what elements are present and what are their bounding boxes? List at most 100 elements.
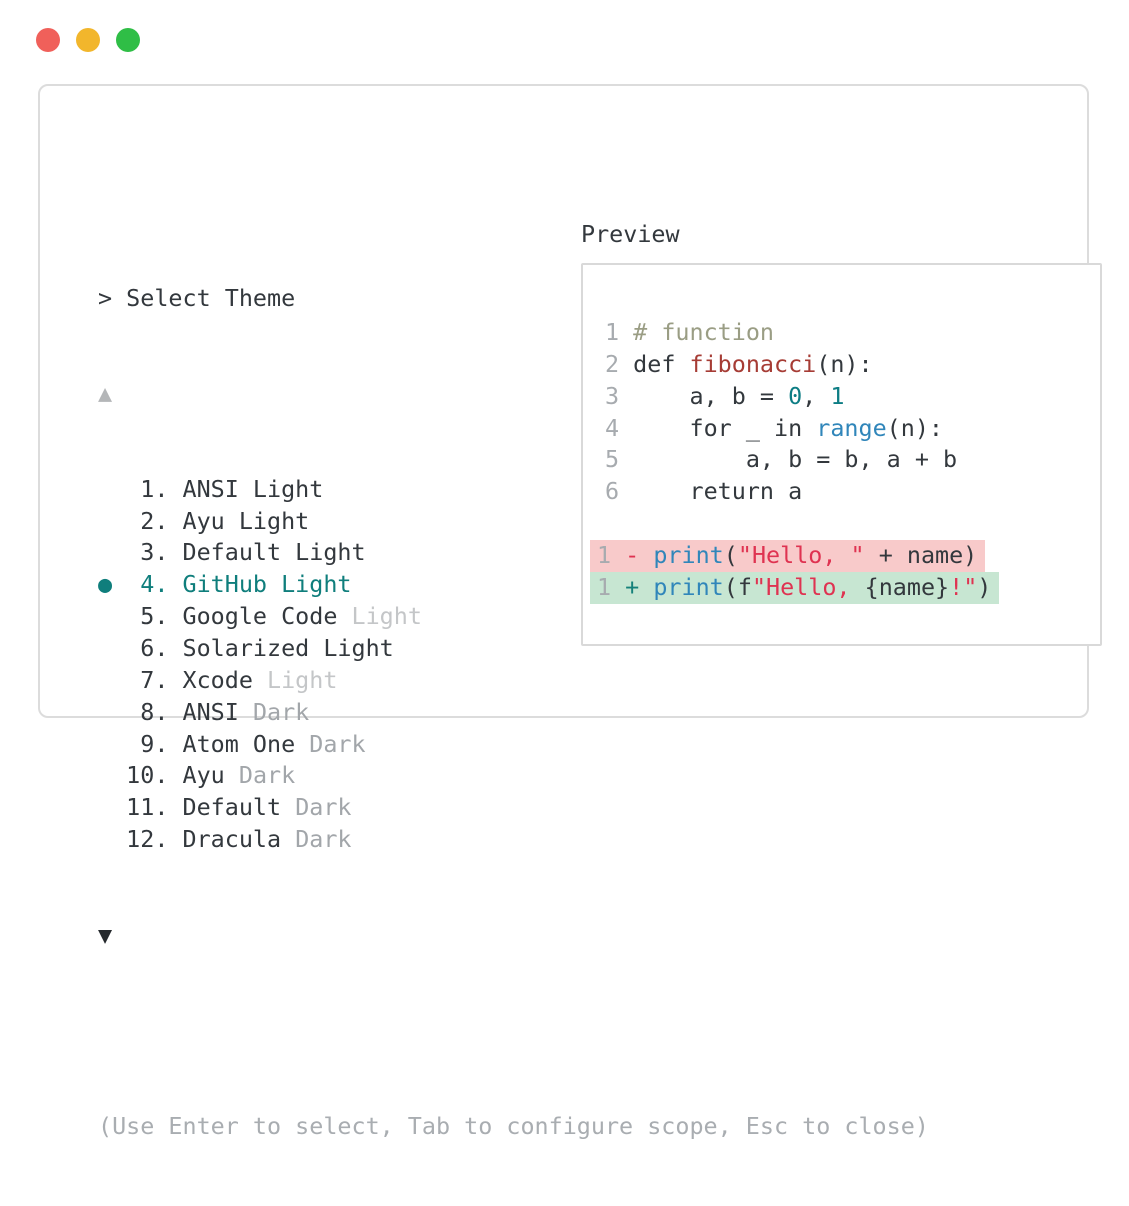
code-token: (f <box>723 572 752 601</box>
theme-item-8[interactable]: 8. ANSI Dark <box>98 697 929 729</box>
item-bullet-slot <box>98 825 126 853</box>
code-preview: 1 # function 2 def fibonacci(n):3 a, b = … <box>583 317 1100 604</box>
preview-label: Preview <box>581 220 680 248</box>
code-token: - <box>625 540 654 569</box>
minimize-button[interactable] <box>76 28 100 52</box>
code-token: Dark <box>295 793 352 822</box>
code-token: GitHub Light <box>182 570 352 599</box>
code-token: + name) <box>864 540 978 569</box>
theme-item-number: 9. <box>126 729 183 758</box>
code-token: print <box>653 572 724 601</box>
diff-removed-highlight: 1 - print("Hello, " + name) <box>590 539 986 572</box>
item-bullet-slot <box>98 761 126 789</box>
code-token: 1 <box>830 381 845 410</box>
code-token: Dark <box>238 761 296 790</box>
code-token: {name} <box>864 572 950 601</box>
prompt-icon: > <box>98 283 127 312</box>
theme-item-1[interactable]: 1. ANSI Light <box>98 474 929 506</box>
code-token: def <box>633 349 690 378</box>
theme-item-number: 7. <box>126 665 183 694</box>
code-token: Solarized Light <box>182 633 394 662</box>
code-blank-line <box>583 508 1100 540</box>
diff-added-highlight: 1 + print(f"Hello, {name}!") <box>590 571 1000 604</box>
item-bullet-slot <box>98 698 126 726</box>
maximize-button[interactable] <box>116 28 140 52</box>
code-token: ) <box>977 572 992 601</box>
theme-item-10[interactable]: 10. Ayu Dark <box>98 760 929 792</box>
scroll-down-icon[interactable]: ▼ <box>98 920 113 949</box>
code-token: Dark <box>295 825 352 854</box>
theme-item-2[interactable]: 2. Ayu Light <box>98 506 929 538</box>
window-controls <box>36 28 140 52</box>
code-token: (n): <box>886 413 944 442</box>
theme-item-6[interactable]: 6. Solarized Light <box>98 633 929 665</box>
help-text: (Use Enter to select, Tab to configure s… <box>98 1111 929 1140</box>
line-number: 6 <box>605 477 634 506</box>
scroll-down-row: ▼ <box>98 920 929 952</box>
line-number: 4 <box>605 413 634 442</box>
item-bullet-slot <box>98 793 126 821</box>
code-token: ANSI <box>182 697 253 726</box>
code-token: Light <box>351 602 422 631</box>
theme-item-number: 5. <box>126 602 183 631</box>
theme-item-11[interactable]: 11. Default Dark <box>98 792 929 824</box>
scroll-up-row: ▲ <box>98 378 929 410</box>
code-token: Google Code <box>182 602 352 631</box>
theme-item-7[interactable]: 7. Xcode Light <box>98 665 929 697</box>
code-line: 5 a, b = b, a + b <box>583 444 1100 476</box>
code-line: 6 return a <box>583 476 1100 508</box>
code-line: 3 a, b = 0, 1 <box>583 381 1100 413</box>
code-token: Light <box>267 665 338 694</box>
theme-item-number: 12. <box>126 825 183 854</box>
line-number: 1 <box>605 318 634 346</box>
code-token: print <box>653 540 724 569</box>
code-line: 4 for _ in range(n): <box>583 413 1100 445</box>
code-token: Ayu <box>182 761 239 790</box>
code-token: Xcode <box>182 665 268 694</box>
scroll-up-icon[interactable]: ▲ <box>98 379 113 408</box>
theme-item-5[interactable]: 5. Google Code Light <box>98 601 929 633</box>
diff-removed-line: 1 - print("Hello, " + name) <box>583 539 1100 572</box>
preview-pane: 1 # function 2 def fibonacci(n):3 a, b = … <box>581 263 1102 646</box>
code-token: !" <box>949 572 978 601</box>
theme-item-number: 3. <box>126 538 183 567</box>
spacer-row <box>98 1015 929 1047</box>
code-line: 2 def fibonacci(n): <box>583 349 1100 381</box>
theme-item-9[interactable]: 9. Atom One Dark <box>98 729 929 761</box>
line-number: 5 <box>605 445 634 474</box>
line-number: 2 <box>605 349 634 378</box>
code-token: Ayu Light <box>182 506 310 535</box>
item-bullet-slot <box>98 666 126 694</box>
item-bullet-slot <box>98 634 126 662</box>
code-token: for _ in <box>633 413 817 442</box>
theme-item-number: 11. <box>126 793 183 822</box>
item-bullet-slot <box>98 507 126 535</box>
code-token: Dark <box>309 729 366 758</box>
code-token: # function <box>633 318 774 346</box>
selected-item-bullet: ● <box>98 570 127 599</box>
theme-item-12[interactable]: 12. Dracula Dark <box>98 824 929 856</box>
close-button[interactable] <box>36 28 60 52</box>
theme-item-number: 2. <box>126 506 183 535</box>
code-token: a, b = <box>633 381 789 410</box>
code-token: + <box>625 572 654 601</box>
theme-item-number: 8. <box>126 697 183 726</box>
theme-item-number: 6. <box>126 633 183 662</box>
line-number: 1 <box>597 572 626 601</box>
item-bullet-slot <box>98 475 126 503</box>
line-number: 1 <box>597 540 626 569</box>
code-token: "Hello, <box>751 572 865 601</box>
theme-picker-window: > Select Theme ▲ 1. ANSI Light 2. Ayu Li… <box>38 84 1102 1140</box>
theme-item-number: 1. <box>126 474 183 503</box>
line-number: 3 <box>605 381 634 410</box>
code-token: return a <box>633 477 803 506</box>
theme-item-3[interactable]: 3. Default Light <box>98 537 929 569</box>
code-token: Default Light <box>182 538 366 567</box>
theme-item-number: 4. <box>126 570 183 599</box>
item-bullet-slot <box>98 730 126 758</box>
picker-title: Select Theme <box>126 283 296 312</box>
code-token: , <box>802 381 831 410</box>
code-token: a, b = b, a + b <box>633 445 958 474</box>
code-token: ( <box>723 540 738 569</box>
theme-item-4[interactable]: ● 4. GitHub Light <box>98 569 929 601</box>
